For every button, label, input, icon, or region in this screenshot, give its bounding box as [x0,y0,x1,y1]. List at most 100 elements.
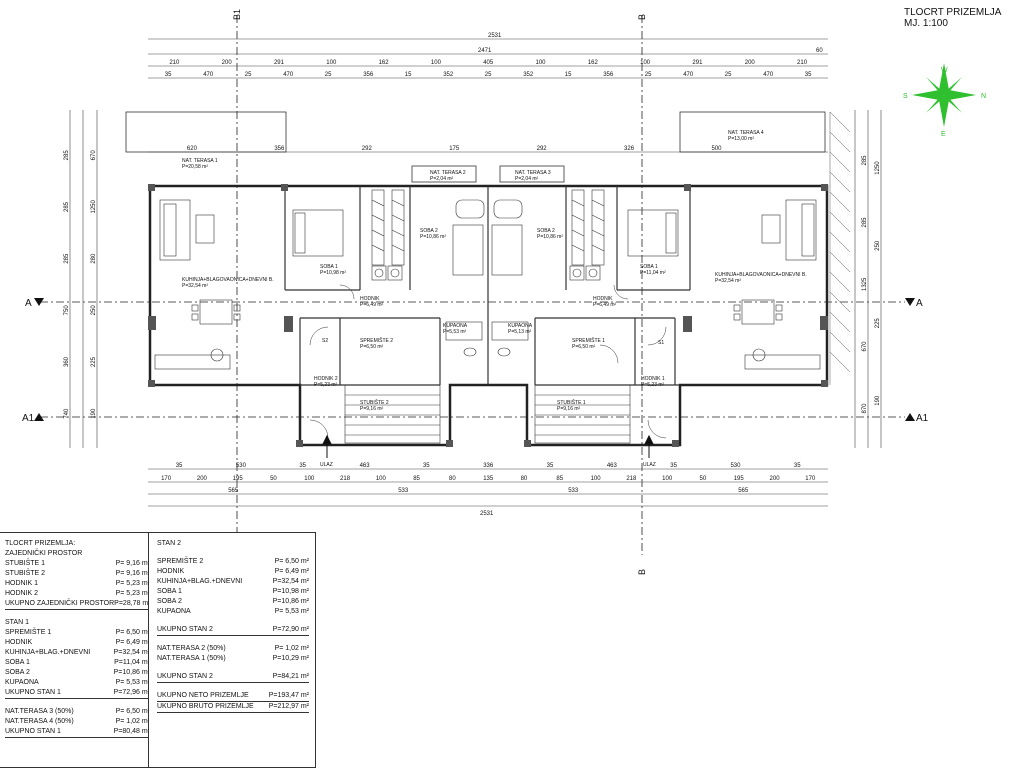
table-row-label: SPREMIŠTE 1 [5,629,52,636]
table-row-label: SOBA 1 [5,659,30,666]
dim-value: 1325 [862,277,868,291]
dim-value: 190 [875,395,881,406]
dim-value: 285 [862,155,868,166]
room-name-terasa3: NAT. TERASA 3 [515,170,551,176]
table-row-label: TLOCRT PRIZEMLJA: [5,540,76,547]
dim-value: 1250 [91,199,97,213]
room-area-hodnik2: P=5,23 m² [314,382,338,388]
dim-value: 463 [607,463,618,469]
wardrobes [371,189,605,281]
dim-value: 210 [797,60,808,66]
dim-value: 35 [670,463,677,469]
room-name-hodnik_l: HODNIK [360,296,380,302]
room-area-stubiste1: P=9,16 m² [557,406,581,412]
room-name-soba2_r: SOBA 2 [537,228,555,234]
room-area-hodnik_r: P=6,49 m² [593,302,617,308]
table-row-value: P=72,90 m² [272,626,309,633]
dim-value: 470 [683,72,694,78]
table-row-value: P=212,97 m² [268,703,309,710]
dim-value: 470 [763,72,774,78]
section-b1-top: B1 [232,9,242,20]
section-a1-right: A1 [916,413,929,424]
dim-value: 750 [64,305,70,316]
dim-value: 170 [161,476,172,482]
table-row-value: P= 6,50 m² [115,629,150,636]
table-gap [157,664,309,672]
dim-total-bottom: 2531 [480,511,494,517]
dim-value: 80 [449,476,456,482]
living-furniture [154,199,821,370]
dim-value: 356 [603,72,614,78]
dim-value: 463 [360,463,371,469]
room-name-terasa1: NAT. TERASA 1 [182,158,218,164]
room-area-soba1_l: P=10,98 m² [320,270,346,276]
dim-value: 470 [283,72,294,78]
dim-value: 50 [270,476,277,482]
dim-value: 352 [523,72,534,78]
table-row-value: P= 5,23 m² [115,580,150,587]
entrance-arrows [322,434,654,458]
dim-total-top: 2531 [488,33,502,39]
dim-value: 162 [588,60,599,66]
table-row-label: HODNIK 2 [5,590,39,597]
dim-value: 35 [176,463,183,469]
table-row-label: UKUPNO NETO PRIZEMLJE [157,692,249,699]
dim-value: 200 [770,476,781,482]
table-row-value: P=28,78 m² [114,600,151,607]
dim-value: 565 [738,488,749,494]
interior-walls [284,186,691,386]
table-row-value: P=80,48 m² [113,728,150,735]
dim-value: 100 [662,476,673,482]
table-row-value: P=32,54 m² [113,649,150,656]
room-name-soba2_l: SOBA 2 [420,228,438,234]
dim-value: 162 [379,60,390,66]
dim-value: 533 [398,488,409,494]
room-name-kuhinja_r: KUHINJA+BLAGOVAONICA+DNEVNI B. [715,272,807,278]
room-name-spremiste2: SPREMIŠTE 2 [360,337,393,344]
table-row-value: P= 5,23 m² [115,590,150,597]
entrance-label: ULAZ [320,462,333,468]
room-name-stubiste1: STUBIŠTE 1 [557,399,586,406]
room-area-terasa1: P=20,58 m² [182,164,208,170]
table-row-value: P=11,04 m² [114,659,150,666]
dim-value: 405 [483,60,494,66]
dim-value: 336 [483,463,494,469]
table-row: SPREMIŠTE 1 P= 6,50 m² [5,628,150,638]
table-row-label: SOBA 1 [157,588,182,595]
dim-value: 200 [745,60,756,66]
section-a1-left: A1 [22,413,35,424]
table-row-label: UKUPNO STAN 1 [5,728,61,735]
table-row: UKUPNO NETO PRIZEMLJE P=193,47 m² [157,691,309,702]
room-name-terasa4: NAT. TERASA 4 [728,130,764,136]
room-area-spremiste2: P=6,50 m² [360,344,384,350]
stairs [344,384,631,444]
dim-value: 100 [536,60,547,66]
table-row-value: P=10,86 m² [272,598,309,605]
table-row-value: P=193,47 m² [268,692,309,699]
dim-value: 100 [376,476,387,482]
compass-n-label: N [981,93,986,100]
dim-value: 35 [165,72,172,78]
room-name-stubiste2: STUBIŠTE 2 [360,399,389,406]
section-b-top: B [637,14,647,20]
dim-value: 195 [233,476,244,482]
dim-value: 50 [700,476,707,482]
stair-s1-label: S1 [658,340,664,346]
compass-e-label: E [941,131,946,138]
table-row-label: SOBA 2 [5,669,30,676]
